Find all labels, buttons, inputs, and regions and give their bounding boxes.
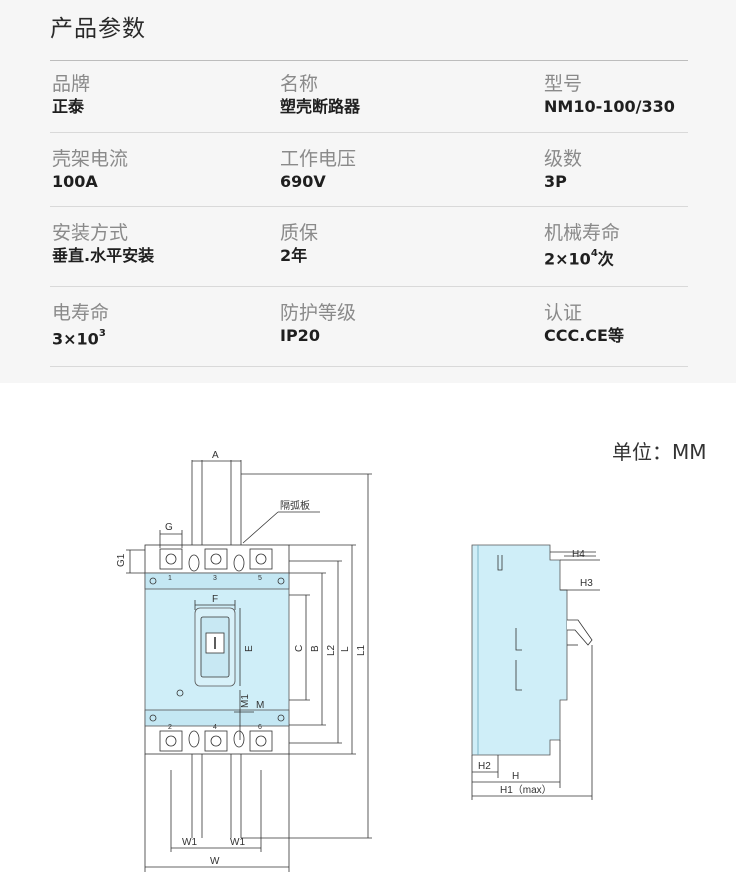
spec-frame-current: 壳架电流 100A [52, 147, 128, 193]
side-handle [567, 619, 593, 646]
spec-value: 3P [544, 172, 567, 191]
spec-value: CCC.CE等 [544, 326, 624, 345]
spec-label: 壳架电流 [52, 148, 129, 170]
dimension-drawing: A 隔弧板 G G1 F E M1 M C B [116, 450, 600, 872]
row-divider [50, 132, 688, 133]
spec-mechanical-life: 机械寿命 2×104次 [544, 221, 620, 270]
spec-label: 工作电压 [280, 148, 357, 170]
spec-protection: 防护等级 IP20 [280, 301, 356, 347]
dim-g: G [165, 522, 173, 533]
mounting-hole [277, 577, 285, 585]
body-top-band [144, 572, 290, 590]
spec-value: 塑壳断路器 [280, 97, 361, 116]
dim-l1: L1 [356, 644, 367, 656]
dim-g1: G1 [116, 553, 127, 567]
spec-value: 690V [280, 172, 326, 191]
spec-electrical-life: 电寿命 3×103 [52, 301, 109, 350]
dim-w: W [210, 856, 220, 867]
spec-value: IP20 [280, 326, 320, 345]
dim-h3: H3 [580, 578, 593, 589]
bottom-terminals [159, 730, 273, 752]
mounting-hole [149, 577, 157, 585]
spec-installation: 安装方式 垂直.水平安装 [52, 221, 154, 267]
dim-m: M [256, 700, 264, 711]
spec-label: 安装方式 [52, 222, 129, 244]
spec-value: 垂直.水平安装 [52, 246, 155, 265]
mounting-hole [277, 714, 285, 722]
dim-w1: W1 [182, 837, 197, 848]
dim-a: A [212, 450, 219, 461]
dim-b: B [310, 645, 321, 652]
spec-label: 品牌 [52, 73, 91, 95]
terminal-number: 1 [168, 575, 172, 582]
spec-label: 级数 [544, 148, 583, 170]
dim-m1: M1 [240, 694, 251, 708]
front-view: A 隔弧板 G G1 F E M1 M C B [116, 450, 372, 872]
parameters-panel [0, 0, 736, 383]
arc-plate-label: 隔弧板 [280, 499, 310, 512]
row-divider [50, 286, 688, 287]
side-view: H4 H3 H2 H H1（max） [471, 544, 600, 800]
spec-model: 型号 NM10-100/330 [544, 72, 675, 118]
indicator-hole [176, 689, 184, 697]
dim-l: L [340, 646, 351, 652]
spec-label: 认证 [544, 302, 583, 324]
top-terminals [159, 548, 273, 572]
dim-h4: H4 [572, 549, 585, 560]
spec-value: 2×104次 [544, 248, 614, 269]
dim-w1: W1 [230, 837, 245, 848]
spec-certification: 认证 CCC.CE等 [544, 301, 624, 347]
spec-brand: 品牌 正泰 [52, 72, 90, 118]
dim-h1: H1（max） [500, 784, 552, 796]
dim-l2: L2 [326, 644, 337, 656]
dim-h: H [512, 771, 519, 782]
terminal-number: 4 [213, 724, 217, 731]
arc-plate-leader [242, 511, 279, 544]
row-divider [50, 366, 688, 367]
spec-name: 名称 塑壳断路器 [280, 72, 360, 118]
spec-label: 型号 [544, 73, 583, 95]
unit-note: 单位：MM [612, 440, 707, 464]
dim-h2: H2 [478, 761, 491, 772]
spec-value: NM10-100/330 [544, 97, 675, 116]
dim-f: F [212, 594, 218, 605]
spec-label: 防护等级 [280, 302, 357, 324]
spec-value: 3×103 [52, 328, 106, 349]
body-bottom-band [144, 709, 290, 727]
row-divider [50, 206, 688, 207]
spec-label: 名称 [280, 73, 319, 95]
terminal-number: 5 [258, 575, 262, 582]
dim-e: E [244, 645, 255, 652]
spec-warranty: 质保 2年 [280, 221, 318, 267]
dim-c: C [294, 645, 305, 652]
spec-label: 质保 [280, 222, 319, 244]
title-divider [50, 60, 688, 61]
spec-value: 正泰 [52, 97, 85, 116]
spec-value: 100A [52, 172, 98, 191]
terminal-number: 6 [258, 724, 262, 731]
spec-label: 机械寿命 [544, 222, 621, 244]
terminal-number: 2 [168, 724, 172, 731]
spec-value: 2年 [280, 246, 308, 265]
page-title: 产品参数 [50, 16, 146, 42]
spec-label: 电寿命 [52, 302, 110, 324]
terminal-number: 3 [213, 575, 217, 582]
spec-voltage: 工作电压 690V [280, 147, 356, 193]
spec-poles: 级数 3P [544, 147, 582, 193]
mounting-hole [149, 714, 157, 722]
